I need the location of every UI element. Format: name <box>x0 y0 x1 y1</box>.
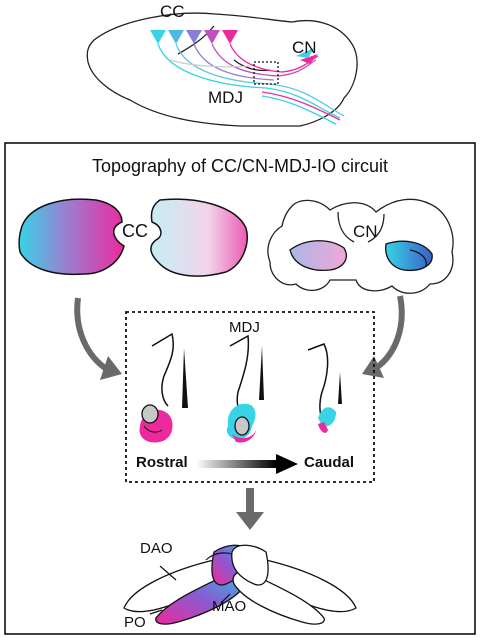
mdj-section-rostral <box>139 332 188 443</box>
dao-label: DAO <box>140 540 173 557</box>
top-cc-label: CC <box>160 2 185 21</box>
io-leader-lines <box>149 565 231 615</box>
po-label: PO <box>124 614 146 631</box>
cc-right-hemisphere <box>150 198 248 277</box>
top-cn-label: CN <box>292 38 317 57</box>
panel-frame <box>4 142 476 635</box>
curved-arrow-left-icon <box>74 297 122 380</box>
cn-right-nucleus-contour <box>409 249 427 267</box>
mdj-label: MDJ <box>229 319 260 336</box>
cc-left-hemisphere <box>18 198 125 276</box>
mdj-dashed-box <box>125 311 375 483</box>
cc-label: CC <box>122 221 148 241</box>
inferior-olive-left <box>123 544 249 625</box>
down-arrow-icon <box>236 488 264 530</box>
cerebellum-coronal-outline <box>267 198 454 294</box>
top-mdj-label: MDJ <box>208 88 243 107</box>
caudal-label: Caudal <box>304 454 355 471</box>
inferior-olive-right <box>231 544 357 625</box>
mao-label: MAO <box>212 598 247 615</box>
cn-target-arrows <box>296 48 318 64</box>
cn-label: CN <box>353 222 378 241</box>
mdj-section-middle <box>226 334 264 443</box>
neuron-triangles <box>150 30 238 44</box>
cn-left-nucleus <box>289 240 347 272</box>
panel-title: Topography of CC/CN-MDJ-IO circuit <box>91 156 389 176</box>
cn-right-nucleus <box>385 240 433 272</box>
mdj-region-box <box>253 61 279 85</box>
rostral-label: Rostral <box>136 454 188 471</box>
gradient-arrow-icon <box>196 454 298 474</box>
curved-arrow-right-icon <box>362 295 405 378</box>
mdj-section-caudal <box>307 343 342 433</box>
